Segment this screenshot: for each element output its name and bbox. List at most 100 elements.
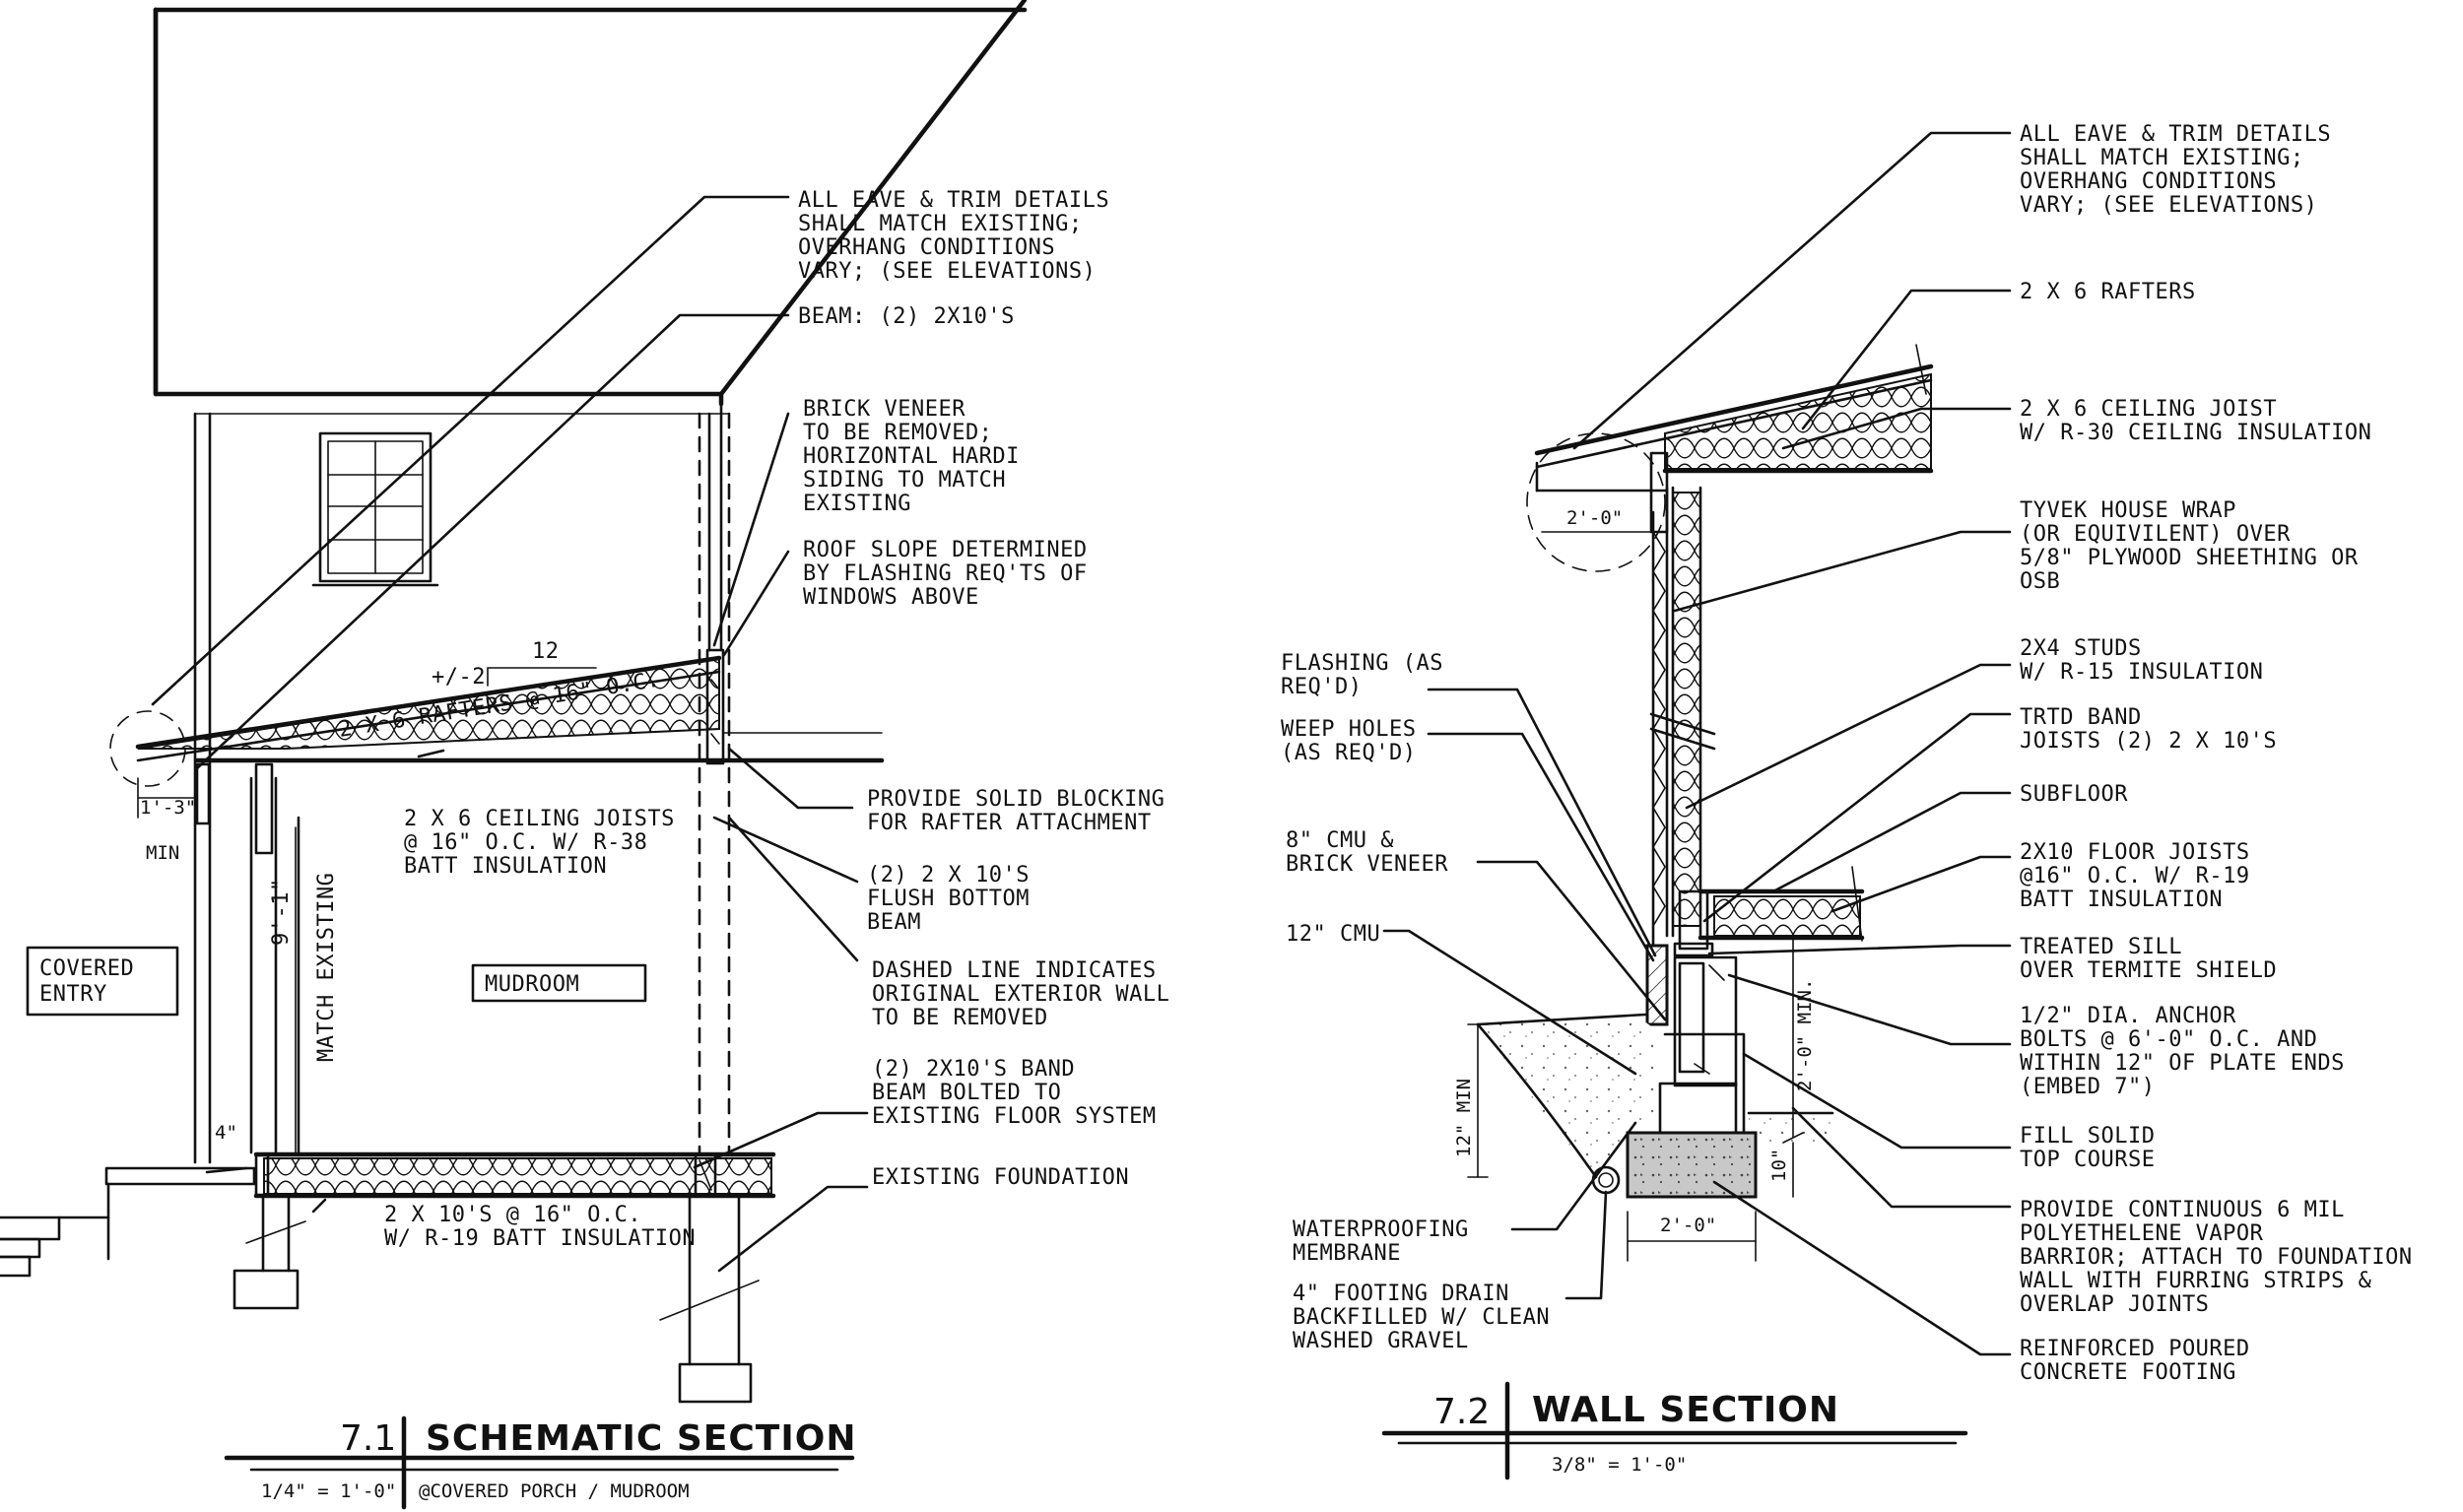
- svg-text:PROVIDE CONTINUOUS 6 MIL: PROVIDE CONTINUOUS 6 MIL: [2020, 1198, 2345, 1222]
- weep-note: WEEP HOLES (AS REQ'D): [1281, 717, 1416, 765]
- flashing-note: FLASHING (AS REQ'D): [1281, 651, 1442, 699]
- svg-text:@ 16" O.C. W/ R-38: @ 16" O.C. W/ R-38: [404, 830, 647, 855]
- steps: [0, 1216, 61, 1241]
- overhang-dim: 1'-3": [140, 797, 196, 819]
- sill-note: TREATED SILL OVER TERMITE SHIELD: [2020, 935, 2277, 983]
- min-label: MIN: [146, 842, 179, 864]
- svg-text:3/8" = 1'-0": 3/8" = 1'-0": [1552, 1454, 1687, 1476]
- svg-text:SHALL MATCH EXISTING;: SHALL MATCH EXISTING;: [2020, 146, 2304, 170]
- foundation-note: EXISTING FOUNDATION: [872, 1165, 1129, 1190]
- band-note: (2) 2X10'S BAND BEAM BOLTED TO EXISTING …: [872, 1057, 1156, 1129]
- mudroom-label: MUDROOM: [485, 972, 579, 997]
- svg-text:OSB: OSB: [2020, 569, 2060, 594]
- dashed-note: DASHED LINE INDICATES ORIGINAL EXTERIOR …: [872, 958, 1169, 1030]
- schematic-section: ALL EAVE & TRIM DETAILS SHALL MATCH EXIS…: [0, 0, 1169, 1510]
- svg-text:(2) 2X10'S BAND: (2) 2X10'S BAND: [872, 1057, 1075, 1082]
- eave-detail-circle: [109, 710, 186, 787]
- svg-text:FILL SOLID: FILL SOLID: [2020, 1124, 2155, 1149]
- svg-text:VARY; (SEE ELEVATIONS): VARY; (SEE ELEVATIONS): [798, 259, 1096, 284]
- svg-text:7.2: 7.2: [1433, 1392, 1490, 1432]
- svg-text:BARRIOR; ATTACH TO FOUNDATION: BARRIOR; ATTACH TO FOUNDATION: [2020, 1245, 2413, 1270]
- footing: [1626, 1131, 1758, 1199]
- svg-text:1/2" DIA. ANCHOR: 1/2" DIA. ANCHOR: [2020, 1004, 2236, 1028]
- svg-text:TOP COURSE: TOP COURSE: [2020, 1148, 2155, 1172]
- svg-text:COVERED: COVERED: [39, 956, 134, 981]
- rafter-r: [1534, 363, 1934, 456]
- soil-exterior: [1478, 1015, 1655, 1177]
- anchor-note: 1/2" DIA. ANCHOR BOLTS @ 6'-0" O.C. AND …: [2020, 1004, 2344, 1099]
- svg-text:TYVEK HOUSE WRAP: TYVEK HOUSE WRAP: [2020, 498, 2236, 523]
- depth-dim: 2'-0" MIN.: [1794, 979, 1816, 1091]
- svg-text:BY FLASHING REQ'TS OF: BY FLASHING REQ'TS OF: [803, 561, 1088, 586]
- blocking-note: PROVIDE SOLID BLOCKING FOR RAFTER ATTACH…: [867, 787, 1165, 835]
- fill-note: FILL SOLID TOP COURSE: [2020, 1124, 2155, 1172]
- title-block-7-2: 7.2 WALL SECTION 3/8" = 1'-0": [1381, 1381, 1968, 1480]
- svg-text:REINFORCED POURED: REINFORCED POURED: [2020, 1337, 2250, 1361]
- svg-text:ENTRY: ENTRY: [39, 982, 107, 1007]
- svg-text:4" FOOTING DRAIN: 4" FOOTING DRAIN: [1293, 1282, 1509, 1306]
- roof-edge: [718, 0, 1028, 407]
- cmu-brick-note: 8" CMU & BRICK VENEER: [1286, 828, 1448, 877]
- svg-text:WATERPROOFING: WATERPROOFING: [1293, 1217, 1469, 1242]
- svg-text:WALL SECTION: WALL SECTION: [1532, 1390, 1839, 1430]
- svg-text:FLUSH BOTTOM: FLUSH BOTTOM: [867, 887, 1030, 911]
- svg-text:OVERLAP JOINTS: OVERLAP JOINTS: [2020, 1292, 2209, 1317]
- pitch-rise: +/-2: [432, 665, 486, 690]
- svg-text:TO BE REMOVED: TO BE REMOVED: [872, 1006, 1048, 1030]
- svg-text:OVERHANG CONDITIONS: OVERHANG CONDITIONS: [798, 235, 1055, 260]
- beam-note: BEAM: (2) 2X10'S: [798, 304, 1015, 329]
- svg-text:5/8" PLYWOOD SHEETHING OR: 5/8" PLYWOOD SHEETHING OR: [2020, 546, 2359, 570]
- floor-insulation: [263, 1157, 772, 1195]
- floor-joists-note-r: 2X10 FLOOR JOISTS @16" O.C. W/ R-19 BATT…: [2020, 840, 2250, 912]
- svg-text:OVERHANG CONDITIONS: OVERHANG CONDITIONS: [2020, 169, 2277, 194]
- svg-text:(AS REQ'D): (AS REQ'D): [1281, 741, 1416, 765]
- ceiling-note-r: 2 X 6 CEILING JOIST W/ R-30 CEILING INSU…: [2020, 397, 2371, 445]
- covered-entry-box: [26, 946, 179, 1017]
- svg-text:TRTD BAND: TRTD BAND: [2020, 705, 2142, 730]
- min12-dim: 12" MIN: [1453, 1079, 1475, 1157]
- ten-dim: 10": [1768, 1149, 1790, 1182]
- svg-text:SIDING TO MATCH: SIDING TO MATCH: [803, 468, 1006, 493]
- svg-text:2 X 6 CEILING JOISTS: 2 X 6 CEILING JOISTS: [404, 807, 675, 831]
- cmu12-note: 12" CMU: [1286, 922, 1380, 947]
- svg-text:SHALL MATCH EXISTING;: SHALL MATCH EXISTING;: [798, 212, 1083, 236]
- svg-text:ALL EAVE & TRIM DETAILS: ALL EAVE & TRIM DETAILS: [798, 188, 1109, 213]
- svg-text:BRICK VENEER: BRICK VENEER: [1286, 852, 1448, 877]
- house-gable-outline: [153, 7, 724, 397]
- floor-insulation-r: [1713, 895, 1861, 937]
- svg-text:2X10 FLOOR JOISTS: 2X10 FLOOR JOISTS: [2020, 840, 2250, 865]
- svg-text:2 X 10'S @ 16" O.C.: 2 X 10'S @ 16" O.C.: [384, 1203, 641, 1227]
- wall-section: ALL EAVE & TRIM DETAILS SHALL MATCH EXIS…: [1281, 122, 2413, 1480]
- match-existing: MATCH EXISTING: [314, 873, 339, 1062]
- flush-beam-note: (2) 2 X 10'S FLUSH BOTTOM BEAM: [867, 863, 1030, 935]
- svg-text:REQ'D): REQ'D): [1281, 675, 1362, 699]
- svg-text:ALL EAVE & TRIM DETAILS: ALL EAVE & TRIM DETAILS: [2020, 122, 2331, 147]
- svg-text:TO BE REMOVED;: TO BE REMOVED;: [803, 421, 992, 445]
- eave-note: ALL EAVE & TRIM DETAILS SHALL MATCH EXIS…: [798, 188, 1109, 284]
- svg-text:2X4 STUDS: 2X4 STUDS: [2020, 636, 2142, 661]
- svg-text:W/ R-30 CEILING INSULATION: W/ R-30 CEILING INSULATION: [2020, 421, 2371, 445]
- vapor-note: PROVIDE CONTINUOUS 6 MIL POLYETHELENE VA…: [2020, 1198, 2413, 1317]
- height-dim: 9'-1": [269, 878, 294, 946]
- svg-text:WINDOWS ABOVE: WINDOWS ABOVE: [803, 585, 979, 610]
- footing-drain: [1591, 1165, 1621, 1195]
- svg-text:(2) 2 X 10'S: (2) 2 X 10'S: [867, 863, 1030, 887]
- leader-eave: [151, 195, 790, 706]
- svg-text:TREATED SILL: TREATED SILL: [2020, 935, 2182, 959]
- four-inch-dim: 4": [215, 1122, 237, 1144]
- title-block-7-1: 7.1 SCHEMATIC SECTION 1/4" = 1'-0" @COVE…: [224, 1415, 856, 1510]
- svg-text:@COVERED PORCH / MUDROOM: @COVERED PORCH / MUDROOM: [419, 1480, 690, 1502]
- svg-text:POLYETHELENE VAPOR: POLYETHELENE VAPOR: [2020, 1221, 2264, 1246]
- svg-text:PROVIDE SOLID BLOCKING: PROVIDE SOLID BLOCKING: [867, 787, 1165, 812]
- svg-text:ROOF SLOPE DETERMINED: ROOF SLOPE DETERMINED: [803, 538, 1088, 562]
- svg-text:W/ R-15 INSULATION: W/ R-15 INSULATION: [2020, 660, 2263, 685]
- svg-text:BRICK VENEER: BRICK VENEER: [803, 397, 965, 422]
- cmu-8: [1673, 955, 1738, 1087]
- overhang-dim-r: 2'-0": [1566, 507, 1623, 529]
- eave-detail-circle-r: [1526, 432, 1666, 572]
- svg-text:BATT INSULATION: BATT INSULATION: [2020, 887, 2223, 912]
- trtd-note: TRTD BAND JOISTS (2) 2 X 10'S: [2020, 705, 2277, 754]
- svg-text:BATT INSULATION: BATT INSULATION: [404, 854, 607, 879]
- svg-text:OVER TERMITE SHIELD: OVER TERMITE SHIELD: [2020, 958, 2277, 983]
- svg-text:ORIGINAL EXTERIOR WALL: ORIGINAL EXTERIOR WALL: [872, 982, 1169, 1007]
